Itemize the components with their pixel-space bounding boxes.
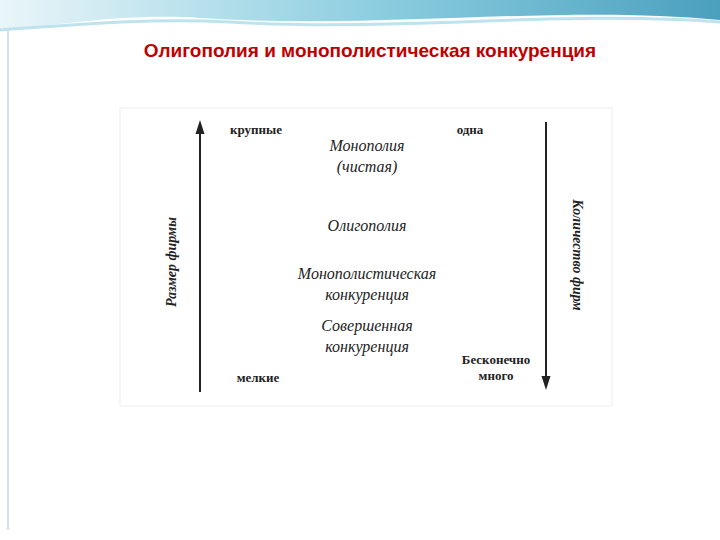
axis-end-label: крупные — [216, 122, 296, 138]
arrow-head — [542, 376, 551, 390]
slide-title: Олигополия и монополистическая конкуренц… — [20, 40, 720, 62]
header-line — [0, 18, 720, 30]
market-type: Олигополия — [297, 216, 437, 237]
size-axis-arrow — [199, 132, 201, 392]
count-axis-arrow — [545, 122, 547, 378]
axis-end-label: одна — [435, 122, 505, 138]
image-panel — [120, 108, 612, 406]
frame-line — [7, 30, 9, 530]
axis-title: Количество фирм — [569, 199, 585, 310]
axis-end-label: Бесконечно много — [446, 352, 546, 385]
market-type: Монополистическая конкуренция — [280, 264, 455, 306]
header-swoosh — [0, 0, 720, 30]
market-type: Совершенная конкуренция — [295, 316, 440, 358]
market-type: Монополия (чистая) — [317, 136, 417, 178]
axis-end-label: мелкие — [218, 370, 298, 386]
axis-title: Размер фирмы — [164, 217, 180, 307]
arrow-head — [196, 120, 205, 134]
